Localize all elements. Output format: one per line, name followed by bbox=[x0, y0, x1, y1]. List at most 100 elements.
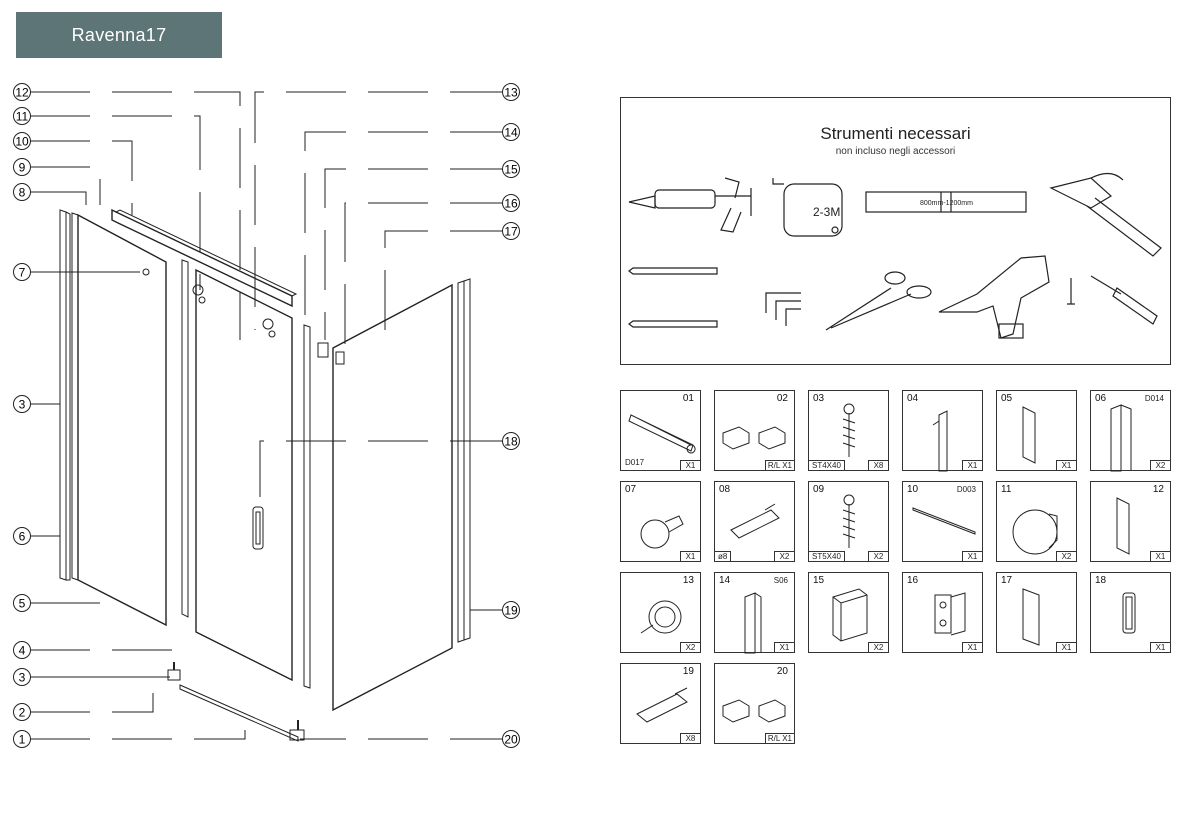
part-quantity: X8 bbox=[868, 460, 888, 470]
part-number: 11 bbox=[1001, 484, 1012, 495]
callout-number: 20 bbox=[504, 733, 518, 747]
part-quantity: X2 bbox=[868, 642, 888, 652]
part-icon bbox=[730, 503, 780, 539]
callout-circle bbox=[502, 160, 520, 178]
callout-number: 7 bbox=[19, 266, 26, 280]
part-number: 07 bbox=[625, 484, 637, 495]
part-spec: ST5X40 bbox=[809, 551, 845, 561]
callout-circle bbox=[502, 123, 520, 141]
callout-number: 18 bbox=[504, 435, 518, 449]
part-icon bbox=[1012, 509, 1058, 555]
part-cell-08: 08 ø8 X2 bbox=[714, 481, 795, 562]
callout-number: 16 bbox=[504, 197, 518, 211]
callout-circle bbox=[502, 601, 520, 619]
callout-number: 15 bbox=[504, 163, 518, 177]
part-code: D003 bbox=[956, 485, 976, 494]
part-number: 12 bbox=[1152, 484, 1164, 495]
callout-circle bbox=[13, 641, 31, 659]
part-icon bbox=[1110, 404, 1132, 472]
part-quantity: R/L X1 bbox=[764, 733, 794, 743]
part-number: 14 bbox=[719, 575, 731, 586]
part-number: 03 bbox=[813, 393, 825, 404]
power-drill-icon bbox=[938, 255, 1050, 339]
callout-circle bbox=[13, 158, 31, 176]
drill-bit-icon bbox=[628, 267, 718, 328]
part-icon bbox=[842, 494, 856, 548]
part-icon bbox=[640, 515, 684, 549]
callout-number: 1 bbox=[19, 733, 26, 747]
part-icon bbox=[932, 410, 948, 472]
part-quantity: X1 bbox=[1056, 642, 1076, 652]
callout-number: 6 bbox=[19, 530, 26, 544]
callout-number: 4 bbox=[19, 644, 26, 658]
part-quantity: X2 bbox=[774, 551, 794, 561]
part-icon bbox=[640, 600, 682, 634]
callout-number: 19 bbox=[504, 604, 518, 618]
part-number: 08 bbox=[719, 484, 731, 495]
callout-circle bbox=[502, 194, 520, 212]
part-quantity: X1 bbox=[962, 642, 982, 652]
callout-number: 11 bbox=[16, 110, 29, 124]
part-number: 02 bbox=[776, 393, 788, 404]
part-number: 06 bbox=[1095, 393, 1107, 404]
part-code: D014 bbox=[1144, 394, 1164, 403]
part-icon bbox=[832, 588, 868, 642]
part-spec: ø8 bbox=[715, 551, 732, 561]
part-code: D017 bbox=[625, 458, 645, 467]
part-quantity: X8 bbox=[680, 733, 700, 743]
part-quantity: X2 bbox=[1150, 460, 1170, 470]
part-number: 18 bbox=[1095, 575, 1107, 586]
part-number: 04 bbox=[907, 393, 919, 404]
part-number: 13 bbox=[682, 575, 694, 586]
part-number: 09 bbox=[813, 484, 825, 495]
callout-number: 17 bbox=[504, 225, 518, 239]
part-quantity: X1 bbox=[680, 460, 700, 470]
part-quantity: X1 bbox=[774, 642, 794, 652]
callout-circle bbox=[13, 83, 31, 101]
callout-number: 14 bbox=[504, 126, 518, 140]
scissors-icon bbox=[825, 271, 932, 331]
tools-box: 2-3M 800mm-1200mm Strumenti necessari no… bbox=[620, 97, 1171, 365]
part-code: S06 bbox=[773, 576, 788, 585]
tape-measure-icon bbox=[772, 178, 843, 237]
callout-number: 8 bbox=[19, 186, 26, 200]
part-quantity: X1 bbox=[962, 551, 982, 561]
header-title: Ravenna17 bbox=[16, 12, 222, 58]
callout-circle bbox=[13, 183, 31, 201]
part-quantity: X2 bbox=[1056, 551, 1076, 561]
hammer-icon bbox=[1049, 172, 1162, 257]
part-number: 15 bbox=[813, 575, 825, 586]
part-number: 19 bbox=[682, 666, 694, 677]
part-quantity: X2 bbox=[868, 551, 888, 561]
part-icon bbox=[1116, 497, 1130, 555]
callout-circle bbox=[13, 107, 31, 125]
screwdriver-icon bbox=[1067, 275, 1158, 325]
part-quantity: X2 bbox=[680, 642, 700, 652]
part-icon bbox=[722, 699, 786, 723]
part-number: 05 bbox=[1001, 393, 1013, 404]
part-quantity: X1 bbox=[1150, 551, 1170, 561]
callout-circle bbox=[13, 527, 31, 545]
tools-title: Strumenti necessari bbox=[820, 124, 971, 143]
part-icon bbox=[636, 687, 688, 723]
tools-subtitle: non incluso negli accessori bbox=[835, 146, 956, 157]
callout-number: 3 bbox=[19, 671, 26, 685]
